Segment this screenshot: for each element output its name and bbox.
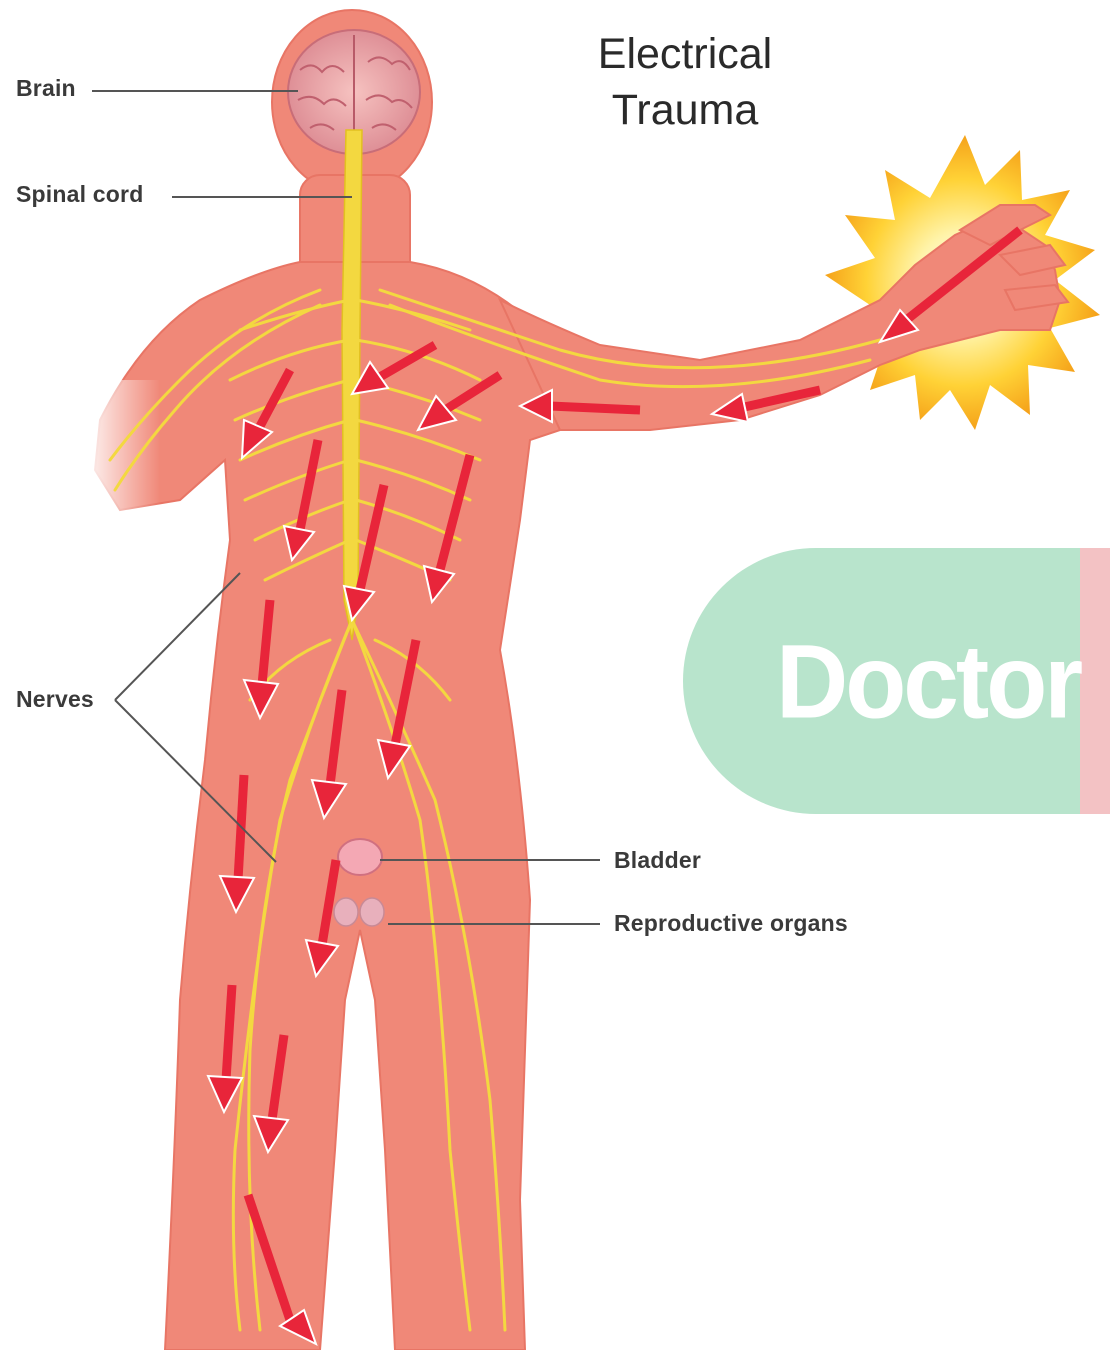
title-line-1: Electrical bbox=[560, 26, 810, 82]
title-line-2: Trauma bbox=[560, 82, 810, 138]
arm-fade bbox=[80, 380, 160, 520]
diagram-title: Electrical Trauma bbox=[560, 26, 810, 138]
label-nerves: Nerves bbox=[16, 686, 94, 713]
label-brain: Brain bbox=[16, 75, 76, 102]
label-spinal-cord: Spinal cord bbox=[16, 181, 143, 208]
label-reproductive-organs: Reproductive organs bbox=[614, 910, 848, 937]
label-bladder: Bladder bbox=[614, 847, 701, 874]
bladder-icon bbox=[338, 839, 382, 875]
